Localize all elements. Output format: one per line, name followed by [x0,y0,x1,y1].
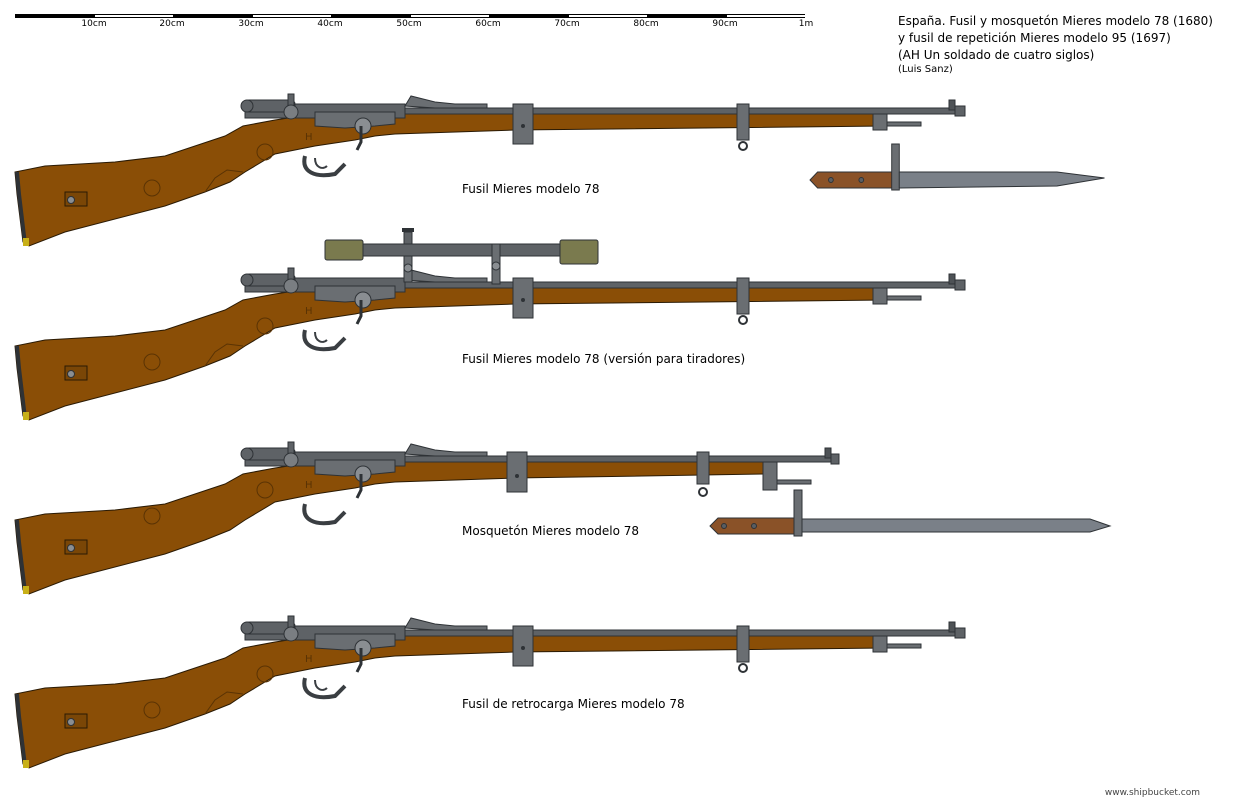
scale-label-60cm: 60cm [475,19,501,29]
telescopic-scope-drawing [324,228,599,285]
scale-label-20cm: 20cm [159,19,185,29]
rifle-4-drawing [13,614,967,770]
scale-label-40cm: 40cm [317,19,343,29]
title-line-3: (AH Un soldado de cuatro siglos) [898,48,1095,62]
bayonet-2-drawing [709,489,1112,537]
caption-rifle-4: Fusil de retrocarga Mieres modelo 78 [462,697,685,711]
credit-text[interactable]: www.shipbucket.com [1104,788,1200,798]
scale-label-50cm: 50cm [396,19,422,29]
bayonet-1-drawing [809,143,1105,191]
scale-label-30cm: 30cm [238,19,264,29]
caption-rifle-1: Fusil Mieres modelo 78 [462,182,600,196]
svg-text:H: H [305,480,313,491]
rifle-3-drawing: H [14,441,840,595]
scale-label-70cm: 70cm [554,19,580,29]
scale-label-10cm: 10cm [81,19,107,29]
rifle-1-drawing [13,92,967,248]
scale-bar [15,14,805,18]
scale-label-80cm: 80cm [633,19,659,29]
scale-label-90cm: 90cm [712,19,738,29]
caption-rifle-3: Mosquetón Mieres modelo 78 [462,524,639,538]
title-line-2: y fusil de repetición Mieres modelo 95 (… [898,31,1171,45]
rifle-2-drawing [13,266,967,422]
scale-label-1m: 1m [798,19,814,29]
title-line-4: (Luis Sanz) [898,64,953,75]
title-line-1: España. Fusil y mosquetón Mieres modelo … [898,14,1213,28]
caption-rifle-2: Fusil Mieres modelo 78 (versión para tir… [462,352,746,366]
